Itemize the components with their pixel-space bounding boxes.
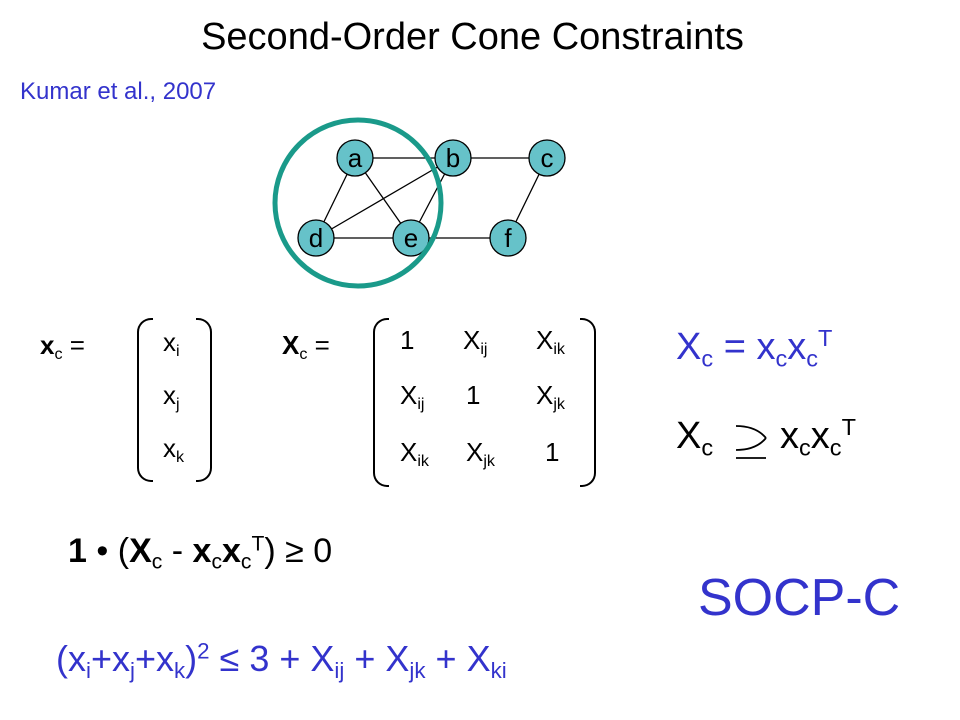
node-d-label: d [309, 223, 323, 253]
matrix-cell: 1 [466, 380, 481, 410]
slide-title: Second-Order Cone Constraints [201, 16, 744, 58]
vector-entry-j: xj [163, 380, 180, 414]
clique-highlight-circle [272, 117, 444, 289]
node-d[interactable]: d [297, 219, 335, 257]
node-c[interactable]: c [528, 139, 566, 177]
node-e-label: e [404, 223, 418, 253]
matrix-cell: 1 [545, 437, 560, 467]
citation: Kumar et al., 2007 [20, 78, 217, 105]
matrix-left-bracket [373, 318, 389, 487]
graph-nodes: a b c d e f [297, 139, 566, 257]
node-a-label: a [348, 143, 363, 173]
node-e[interactable]: e [392, 219, 430, 257]
method-label: SOCP-C [698, 569, 901, 627]
vector-xc-lhs: xc = [40, 330, 85, 364]
psd-constraint-lhs: Xc [676, 415, 714, 461]
vector-entry-i: xi [163, 327, 180, 361]
node-a[interactable]: a [336, 139, 374, 177]
matrix-cell: Xij [463, 325, 488, 359]
socp-inequality: (xi+xj+xk)2 ≤ 3 + Xij + Xjk + Xki [56, 638, 507, 684]
vector-right-bracket [196, 318, 212, 482]
vector-left-bracket [137, 318, 153, 482]
succeq-symbol-icon [735, 425, 767, 459]
node-f[interactable]: f [489, 219, 527, 257]
matrix-cell: Xij [400, 380, 425, 414]
node-c-label: c [541, 143, 554, 173]
matrix-cell: Xjk [466, 437, 495, 471]
matrix-cell: Xik [536, 325, 565, 359]
edge-b-d [315, 157, 454, 239]
node-f-label: f [504, 223, 512, 253]
matrix-cell: Xjk [536, 380, 565, 414]
matrix-right-bracket [580, 318, 596, 487]
matrix-cell: Xik [400, 437, 429, 471]
vector-entry-k: xk [163, 433, 185, 467]
matrix-cell: 1 [400, 325, 415, 355]
node-b-label: b [446, 143, 460, 173]
inner-product-constraint: 1 • (Xc - xcxcT) ≥ 0 [68, 532, 333, 574]
equality-constraint: Xc = xcxcT [676, 325, 833, 372]
node-b[interactable]: b [434, 139, 472, 177]
psd-constraint-rhs: xcxcT [780, 414, 856, 461]
matrix-Xc-lhs: Xc = [282, 330, 330, 364]
